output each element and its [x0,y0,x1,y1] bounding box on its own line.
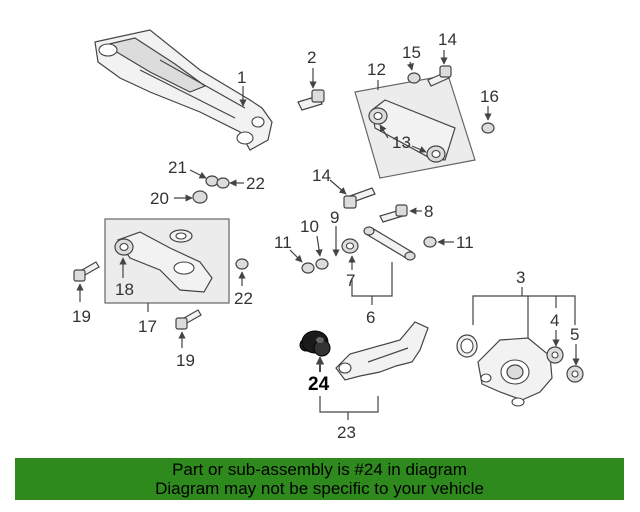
callout-6: 6 [366,308,375,327]
washer-15-part [407,72,421,84]
callout-5: 5 [570,325,579,344]
callout-23: 23 [337,423,356,442]
nut-21-part [205,175,219,187]
bolt-2-part [297,89,325,111]
callout-11a: 11 [274,233,292,252]
bolt-14-part [427,65,452,87]
callout-16: 16 [480,87,499,106]
seal-ring-part [456,334,478,358]
callout-3: 3 [516,268,525,287]
bushing-5-part [566,365,584,383]
callout-24: 24 [308,374,330,395]
callout-14a: 14 [438,30,457,49]
callout-19a: 19 [72,307,91,326]
nut-22a-part [216,177,230,189]
callout-20: 20 [150,189,169,208]
trailing-arm-18-part [114,229,213,293]
bushing-7-part [341,238,359,254]
bolt-19a-part [73,261,100,282]
nut-16-part [481,122,495,134]
callout-15: 15 [402,43,421,62]
banner-line-1: Part or sub-assembly is #24 in diagram [172,460,467,479]
callout-17: 17 [138,317,157,336]
bolt-8-part [379,204,408,223]
callout-14b: 14 [312,166,331,185]
washer-20-part [192,190,208,204]
callout-4: 4 [550,311,559,330]
callout-10: 10 [300,217,319,236]
callout-18: 18 [115,280,134,299]
nut-11a-part [301,262,315,274]
callout-12: 12 [367,60,386,79]
lateral-link-13-part [368,99,456,163]
banner-line-2: Diagram may not be specific to your vehi… [155,479,484,498]
washer-10-part [315,258,329,270]
bolt-14b-part [343,187,376,209]
bushing-24-part [299,330,331,357]
crossmember-part [94,29,273,151]
nut-22b-part [235,258,249,270]
info-banner: Part or sub-assembly is #24 in diagram D… [15,458,624,500]
callout-7: 7 [346,271,355,290]
knuckle-3-part [477,337,553,407]
callout-8: 8 [424,202,433,221]
control-arm-23-part [335,321,429,381]
callout-2: 2 [307,48,316,67]
callout-13: 13 [392,133,411,152]
callout-21: 21 [168,158,187,177]
nut-11b-part [423,236,437,248]
callout-22b: 22 [234,289,253,308]
bushing-4-part [546,346,564,364]
callout-22a: 22 [246,174,265,193]
callout-9: 9 [330,208,339,227]
callout-19b: 19 [176,351,195,370]
bolt-19b-part [175,309,202,330]
callout-11b: 11 [456,233,474,252]
link-rod-6-part [363,226,416,261]
callout-1: 1 [237,68,246,87]
